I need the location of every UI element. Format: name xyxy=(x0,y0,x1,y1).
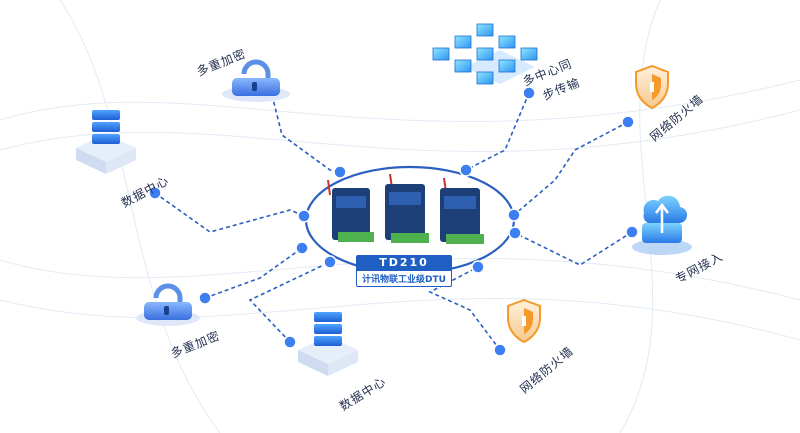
lock-icon xyxy=(222,59,290,102)
dot-ring-top-right xyxy=(459,163,473,177)
dtu-device-2 xyxy=(385,173,429,243)
database-icon xyxy=(76,110,136,174)
dtu-device-3 xyxy=(440,177,484,244)
dot-firewall-bottom xyxy=(493,343,507,357)
dot-ring-top-left xyxy=(333,165,347,179)
dot-ring-right-upper xyxy=(507,208,521,222)
dot-ring-bottom-right xyxy=(471,260,485,274)
product-name: 计讯物联工业级DTU xyxy=(356,270,452,287)
dot-ring-left-lower xyxy=(295,241,309,255)
dot-multi-center xyxy=(522,86,536,100)
dot-datacenter-left xyxy=(148,186,162,200)
dtu-device-1 xyxy=(327,179,374,242)
dot-firewall-right xyxy=(621,115,635,129)
shield-icon xyxy=(635,64,669,110)
dot-encrypt-bottom xyxy=(198,291,212,305)
dot-ring-bottom-left xyxy=(323,255,337,269)
product-plate: TD210 计讯物联工业级DTU xyxy=(356,255,452,287)
server-cluster-icon xyxy=(432,23,538,85)
dot-private-network xyxy=(625,225,639,239)
dot-datacenter-bottom xyxy=(283,335,297,349)
dot-ring-right-lower xyxy=(508,226,522,240)
shield-icon xyxy=(507,298,541,344)
lock-icon xyxy=(136,283,200,326)
cloud-icon xyxy=(632,195,692,255)
product-code: TD210 xyxy=(356,255,452,270)
database-icon xyxy=(298,312,358,376)
dot-ring-left-upper xyxy=(297,209,311,223)
